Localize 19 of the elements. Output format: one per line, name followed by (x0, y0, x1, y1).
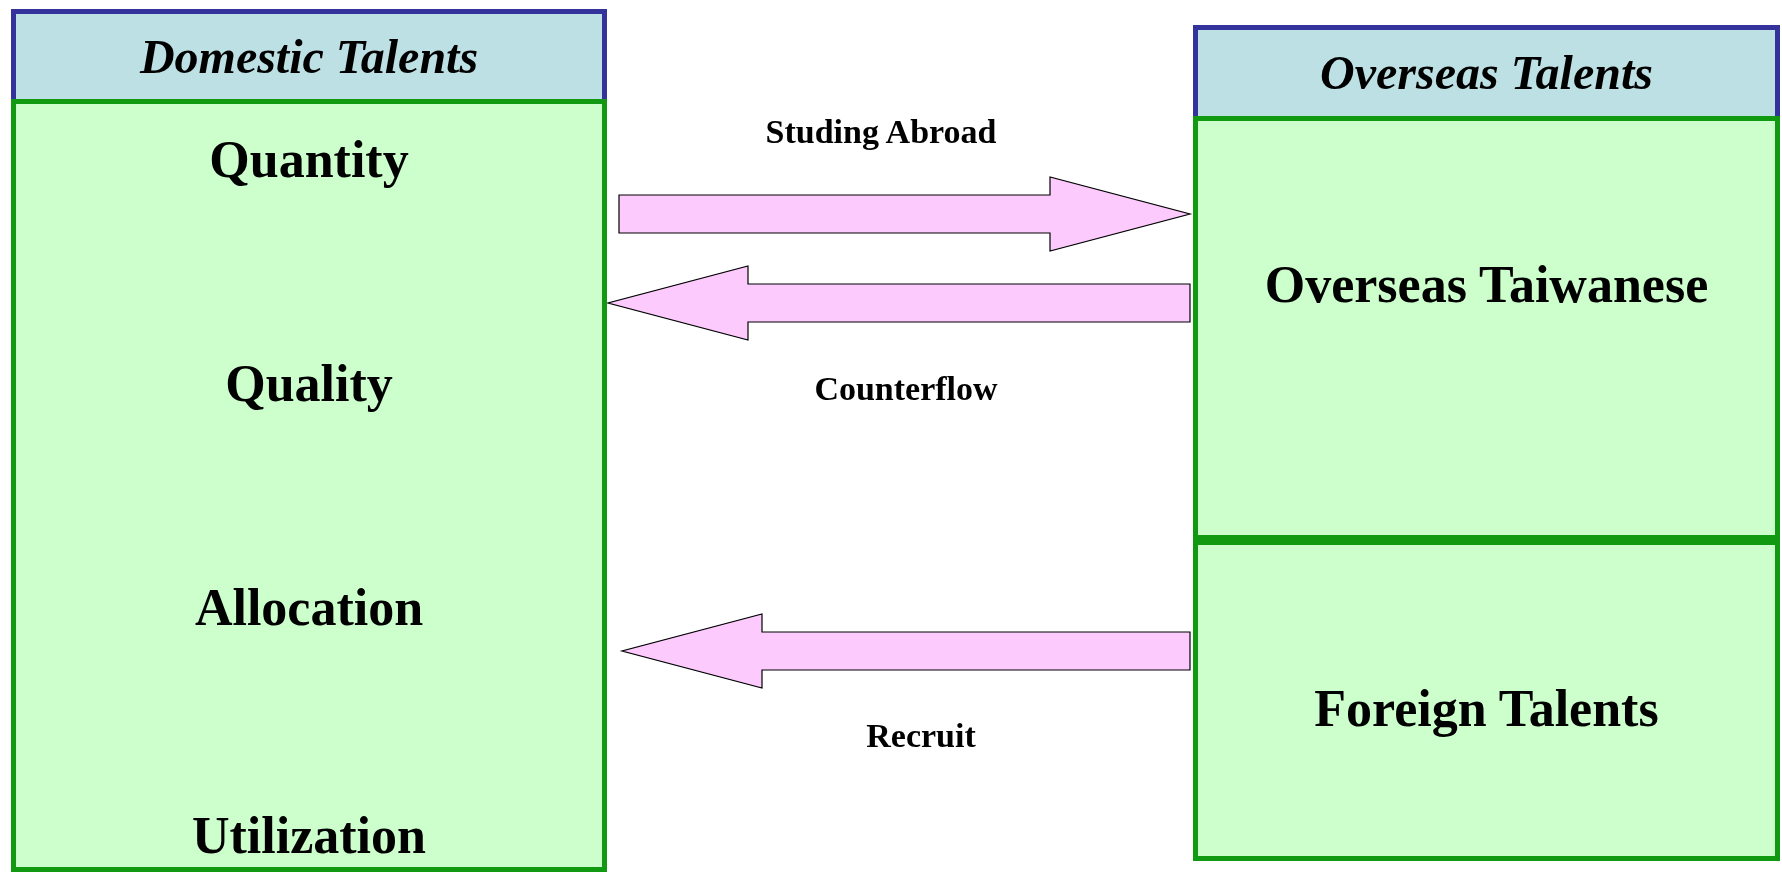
edge-label: Recruit (866, 719, 976, 753)
edge-label: Counterflow (814, 372, 998, 406)
box-text: Utilization (191, 806, 427, 866)
header-text: Domestic Talents (139, 32, 479, 81)
box-text: Quantity (208, 130, 410, 190)
edge-label: Studing Abroad (765, 115, 997, 149)
talent-box (1193, 540, 1780, 861)
block-arrow (618, 176, 1193, 252)
block-arrow (605, 265, 1191, 341)
box-text: Quality (224, 354, 394, 414)
box-text: Allocation (193, 578, 425, 638)
talent-box (1193, 116, 1780, 540)
header-band (11, 9, 607, 99)
box-text: Foreign Talents (1313, 679, 1660, 739)
block-arrow (619, 613, 1191, 689)
header-band (1193, 25, 1780, 116)
talent-box (11, 99, 607, 872)
header-text: Overseas Talents (1320, 49, 1653, 97)
box-text: Overseas Taiwanese (1263, 255, 1710, 315)
